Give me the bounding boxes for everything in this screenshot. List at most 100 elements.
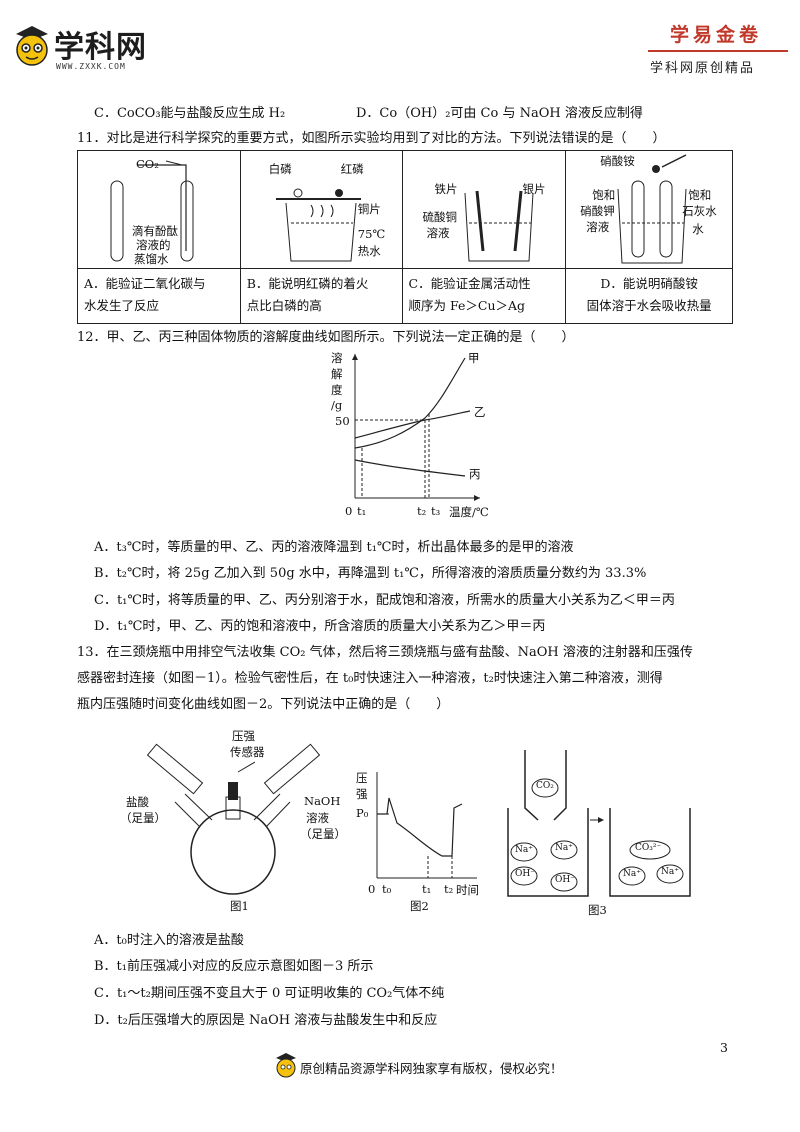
brand-divider (648, 50, 788, 52)
test-tubes-drawing (110, 160, 194, 262)
solubility-chart-svg (352, 354, 480, 501)
fig3-na-3: Na⁺ (623, 869, 641, 879)
chart-x-label: 温度/℃ (449, 505, 489, 519)
fig2-pressure-chart: 压 强 P₀ 0 t₀ t₁ t₂ 时间 图2 (352, 768, 487, 914)
q12-option-d: D．t₁℃时，甲、乙、丙的饱和溶液中，所含溶质的质量大小关系为乙＞甲＝丙 (94, 619, 546, 634)
fig1-hcl-q: （足量） (120, 811, 166, 825)
curve-label-bing: 丙 (469, 467, 481, 481)
fig1-sensor-1: 压强 (232, 729, 255, 743)
q12-option-c: C．t₁℃时，将等质量的甲、乙、丙分别溶于水，配成饱和溶液，所需水的质量大小关系… (94, 593, 675, 608)
fig3-reaction-diagram: CO₂ Na⁺ Na⁺ OH⁻ OH⁻ CO₃²⁻ Na⁺ Na⁺ 图3 (500, 748, 700, 918)
fig-d-r3: 水 (692, 222, 704, 236)
fig1-naoh-3: （足量） (300, 827, 346, 841)
fig-a-l3: 蒸馏水 (134, 252, 169, 266)
q11-option-c: C．能验证金属活动性顺序为 Fe＞Cu＞Ag (408, 276, 531, 313)
q10-option-d: D．Co（OH）₂可由 Co 与 NaOH 溶液反应制得 (356, 106, 643, 121)
brand-title: 学易金卷 (670, 24, 763, 46)
q10-option-c: C．CoCO₃能与盐酸反应生成 H₂ (94, 106, 286, 121)
curve-label-jia: 甲 (468, 351, 480, 365)
fig2-y-2: 强 (356, 787, 368, 801)
fig1-caption: 图1 (230, 899, 249, 913)
fig2-t1: t₁ (422, 882, 432, 896)
q12-option-b: B．t₂℃时，将 25g 乙加入到 50g 水中，再降温到 t₁℃，所得溶液的溶… (94, 566, 647, 581)
fig-c-iron: 铁片 (434, 182, 458, 196)
q13-stem-3: 瓶内压强随时间变化曲线如图－2。下列说法中正确的是（ ） (77, 697, 450, 712)
fig-d-r2: 石灰水 (682, 204, 717, 218)
q13-stem-2: 感器密封连接（如图－1）。检验气密性后，在 t₀时快速注入一种溶液，t₂时快速注… (77, 671, 663, 686)
q11-option-d: D．能说明硝酸铵固体溶于水会吸收热量 (586, 276, 712, 313)
fig3-na-1: Na⁺ (515, 845, 533, 855)
q11-option-a: A．能验证二氧化碳与水发生了反应 (84, 276, 206, 313)
logo: 学科网 WWW.ZXXK.COM (12, 20, 172, 78)
chart-t2: t₂ (417, 504, 427, 518)
q13-option-b: B．t₁前压强减小对应的反应示意图如图－3 所示 (94, 959, 374, 974)
fig-d-r1: 饱和 (688, 188, 712, 202)
fig3-oh-2: OH⁻ (555, 875, 575, 885)
footer: 原创精品资源学科网独家享有版权，侵权必究！ (274, 1052, 634, 1080)
brand-block: 学易金卷 学科网原创精品 (648, 20, 790, 80)
fig-d-salt: 硝酸铵 (600, 154, 635, 168)
fig-d-s1: 饱和 (592, 188, 616, 202)
fig3-caption: 图3 (588, 903, 607, 917)
chart-t1: t₁ (357, 504, 367, 518)
fig1-naoh-2: 溶液 (306, 811, 329, 825)
fig-b-red: 红磷 (340, 162, 364, 176)
fig3-na-2: Na⁺ (555, 843, 573, 853)
q13-stem-1: 13．在三颈烧瓶中用排空气法收集 CO₂ 气体，然后将三颈烧瓶与盛有盐酸、NaO… (77, 645, 693, 660)
fig-b-water: 热水 (357, 244, 381, 258)
fig-a-l2: 溶液的 (136, 238, 171, 252)
page-number: 3 (720, 1040, 728, 1055)
fig3-na-4: Na⁺ (661, 867, 679, 877)
q12-stem: 12．甲、乙、丙三种固体物质的溶解度曲线如图所示。下列说法一定正确的是（ ） (77, 330, 575, 345)
fig-c-sol1: 硫酸铜 (422, 210, 458, 224)
fig-a-l1: 滴有酚酞 (132, 224, 178, 238)
q12-option-a: A．t₃℃时，等质量的甲、乙、丙的溶液降温到 t₁℃时，析出晶体最多的是甲的溶液 (94, 540, 574, 555)
beaker-metal-drawing (464, 190, 534, 262)
fig2-y-1: 压 (356, 771, 368, 785)
fig-a-co2: CO₂ (136, 157, 159, 171)
q13-option-c: C．t₁～t₂期间压强不变且大于 0 可证明收集的 CO₂气体不纯 (94, 986, 445, 1001)
fig2-x: 时间 (456, 883, 479, 897)
chart-y-label-1: 溶 (331, 351, 343, 365)
q11-experiment-table: CO₂ 滴有酚酞 溶液的 蒸馏水 白磷 红磷 铜片 75℃ (77, 150, 733, 324)
brand-subtitle: 学科网原创精品 (650, 61, 756, 76)
pressure-curve (376, 772, 477, 879)
fig-b-copper: 铜片 (357, 202, 381, 216)
fig1-naoh-1: NaOH (304, 794, 341, 808)
fig1-sensor-2: 传感器 (230, 745, 265, 759)
flask-drawing (146, 743, 321, 895)
beaker-tubes-drawing (617, 154, 687, 264)
chart-y-label-2: 解 (331, 367, 343, 381)
fig2-t0: t₀ (382, 882, 392, 896)
logo-url: WWW.ZXXK.COM (56, 62, 126, 71)
fig-c-sol2: 溶液 (426, 226, 450, 240)
footer-text: 原创精品资源学科网独家享有版权，侵权必究！ (300, 1061, 563, 1076)
curve-label-yi: 乙 (474, 405, 486, 419)
chart-y-tick-50: 50 (335, 414, 350, 428)
fig3-co3: CO₃²⁻ (635, 843, 662, 853)
chart-y-label-4: /g (331, 398, 343, 412)
chart-origin: 0 (345, 504, 353, 518)
fig2-p0: P₀ (356, 806, 369, 820)
fig3-co2: CO₂ (536, 781, 554, 791)
fig-b-white: 白磷 (268, 162, 292, 176)
q11-stem: 11．对比是进行科学探究的重要方式，如图所示实验均用到了对比的方法。下列说法错误… (77, 131, 666, 146)
fig-c-silver: 银片 (522, 182, 546, 196)
fig-b-temp: 75℃ (357, 227, 386, 241)
q11-option-b: B．能说明红磷的着火点比白磷的高 (246, 276, 369, 313)
reaction-beakers (507, 750, 691, 897)
fig-d: 硝酸铵 饱和 硝酸钾 溶液 饱和 石灰水 水 (566, 151, 732, 268)
fig2-t2: t₂ (444, 882, 454, 896)
fig2-origin: 0 (368, 882, 376, 896)
fig-d-s2: 硝酸钾 (580, 204, 615, 218)
logo-name: 学科网 (54, 30, 147, 65)
fig3-oh-1: OH⁻ (515, 869, 535, 879)
fig1-apparatus: 压强 传感器 盐酸 （足量） NaOH 溶液 （足量） 图1 (120, 722, 346, 914)
fig-b: 白磷 红磷 铜片 75℃ 热水 (241, 151, 402, 268)
q13-option-d: D．t₂后压强增大的原因是 NaOH 溶液与盐酸发生中和反应 (94, 1013, 438, 1028)
fig-a: CO₂ 滴有酚酞 溶液的 蒸馏水 (78, 151, 240, 268)
fig1-hcl: 盐酸 (126, 795, 149, 809)
chart-y-label-3: 度 (331, 383, 343, 397)
chart-t3: t₃ (431, 504, 441, 518)
solubility-chart: 溶 解 度 /g 50 0 t₁ t₂ t₃ 温度/℃ 甲 乙 丙 (325, 348, 495, 528)
